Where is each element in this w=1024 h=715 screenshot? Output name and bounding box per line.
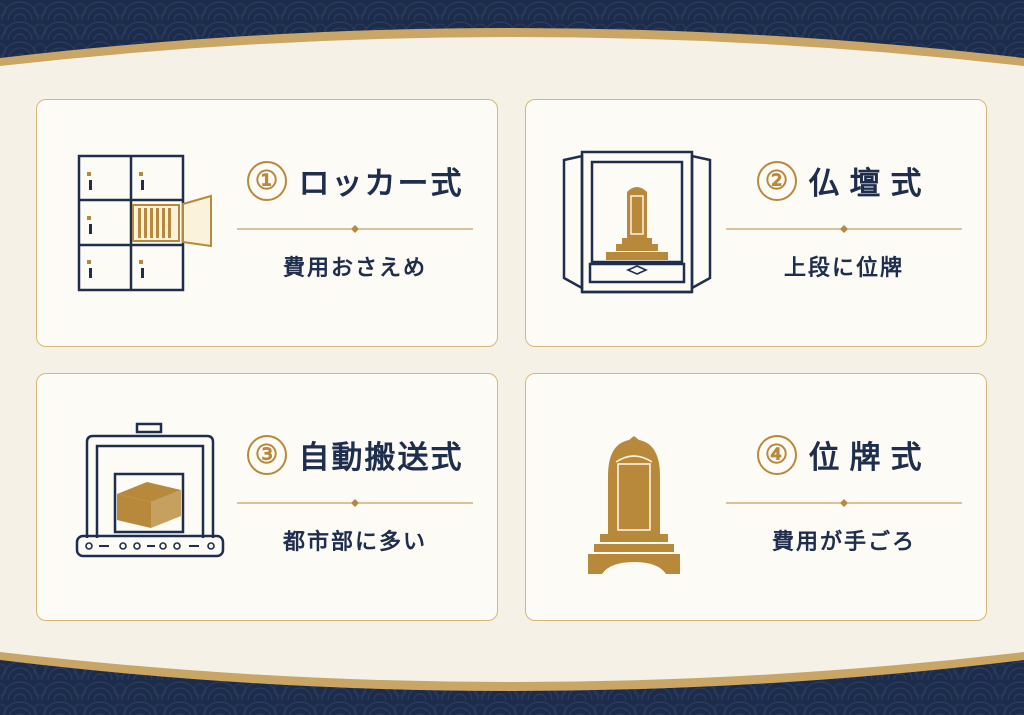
title-text: 仏壇式 (808, 166, 932, 202)
card-subtitle: 都市部に多い (282, 529, 427, 555)
number-badge: ② (756, 160, 797, 201)
ornamental-divider (726, 225, 962, 233)
conveyor-icon (75, 422, 225, 558)
number-badge: ① (246, 160, 287, 201)
card-subtitle: 費用が手ごろ (771, 529, 916, 555)
ornamental-divider (726, 499, 962, 507)
card-title: ④ 位牌式 (726, 432, 962, 477)
card-title: ① ロッカー式 (237, 158, 473, 203)
ihai-icon (588, 436, 680, 574)
butsudan-icon (562, 150, 712, 294)
ornamental-divider (237, 225, 473, 233)
card-subtitle: 上段に位牌 (783, 255, 904, 281)
card-conveyor[interactable]: ③ 自動搬送式 都市部に多い (36, 373, 498, 621)
title-text: ロッカー式 (298, 166, 464, 202)
card-locker[interactable]: ① ロッカー式 費用おさえめ (36, 99, 498, 347)
number-badge: ④ (756, 434, 797, 475)
locker-icon (77, 154, 212, 292)
card-ihai[interactable]: ④ 位牌式 費用が手ごろ (525, 373, 987, 621)
number-badge: ③ (246, 434, 287, 475)
card-title: ③ 自動搬送式 (237, 432, 473, 477)
title-text: 自動搬送式 (298, 440, 464, 476)
card-subtitle: 費用おさえめ (282, 255, 427, 281)
title-text: 位牌式 (808, 440, 932, 476)
ornamental-divider (237, 499, 473, 507)
card-title: ② 仏壇式 (726, 158, 962, 203)
card-butsudan[interactable]: ② 仏壇式 上段に位牌 (525, 99, 987, 347)
